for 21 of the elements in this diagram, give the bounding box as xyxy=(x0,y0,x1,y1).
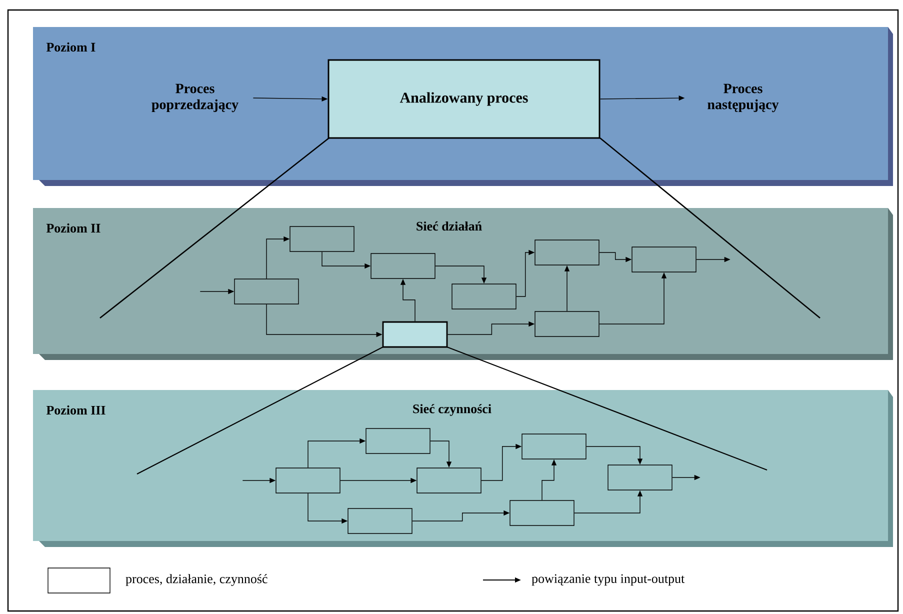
process-box xyxy=(522,434,586,460)
process-box xyxy=(510,500,574,526)
process-box xyxy=(452,284,516,310)
process-box xyxy=(632,246,696,272)
process-box xyxy=(534,311,600,337)
process-box xyxy=(534,240,600,266)
legend-label: proces, działanie, czynność xyxy=(126,574,268,586)
level-band: Poziom III Sieć czynności xyxy=(33,390,893,547)
process-box xyxy=(348,508,412,534)
process-label: Proces poprzedzający xyxy=(152,84,238,112)
process-box xyxy=(370,253,436,279)
process-label: Proces następujący xyxy=(708,84,779,112)
process-box: Analizowany proces xyxy=(328,59,600,139)
process-box xyxy=(382,321,448,348)
process-box xyxy=(290,226,354,252)
process-box xyxy=(416,468,482,494)
process-box xyxy=(608,464,672,490)
process-box xyxy=(234,278,299,304)
legend-label: powiązanie typu input-output xyxy=(532,574,685,586)
process-box xyxy=(366,428,430,454)
process-box xyxy=(276,468,340,494)
